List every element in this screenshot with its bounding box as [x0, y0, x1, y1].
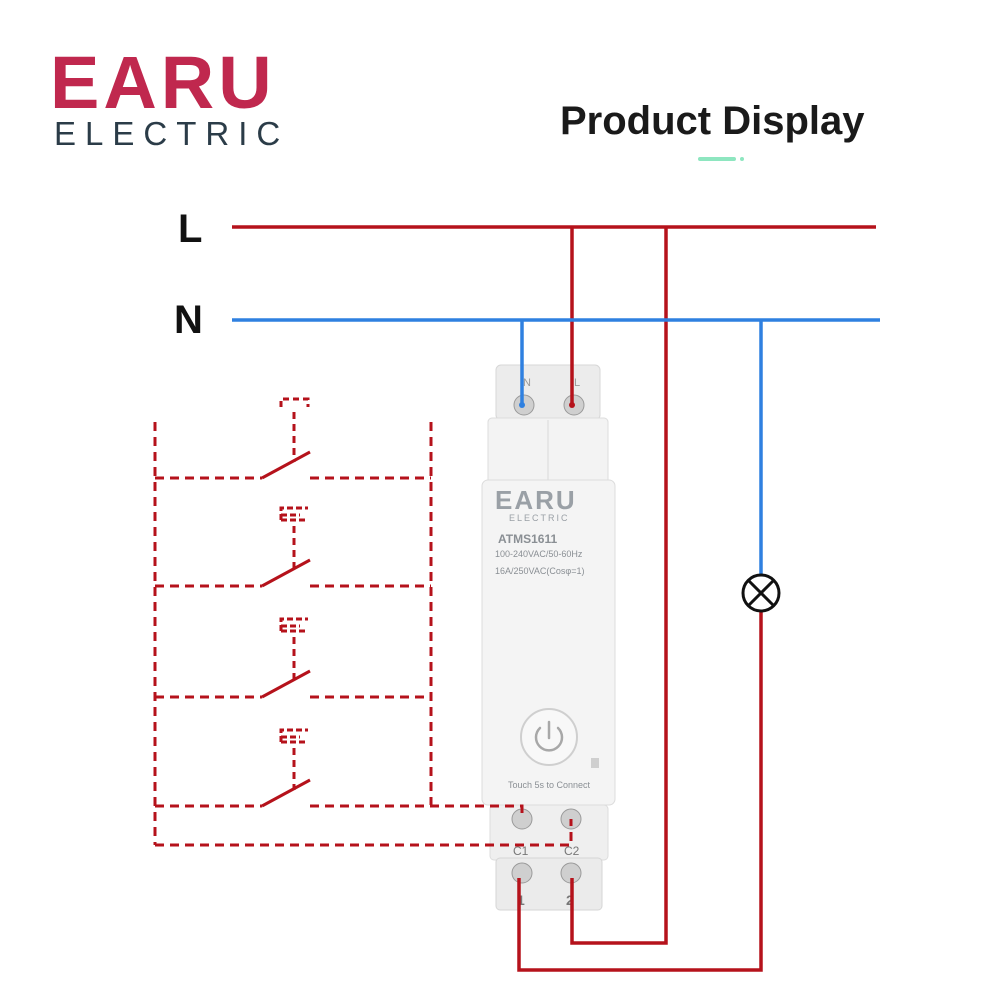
- brand-subtitle: ELECTRIC: [54, 115, 289, 152]
- external-switches: [153, 422, 573, 847]
- device-current-rating: 16A/250VAC(Cosφ=1): [495, 566, 584, 576]
- switch-1-blade: [261, 450, 311, 480]
- switch-1-actuator-icon: [279, 397, 310, 407]
- switch-to-c1-wire: [310, 804, 524, 819]
- device-brand: EARU: [495, 485, 577, 515]
- switch-2-actuator-icon: [279, 506, 308, 522]
- page-title: Product Display: [560, 99, 865, 143]
- switch-2-blade: [261, 558, 311, 588]
- live-connection-dot: [569, 402, 575, 408]
- device-bottom-cap: [495, 857, 603, 911]
- switch-symbols: [261, 397, 311, 808]
- switch-3-actuator-icon: [279, 617, 308, 633]
- neutral-wiring: [232, 318, 880, 574]
- device-brand-sub: ELECTRIC: [509, 513, 570, 523]
- live-wiring: [232, 225, 876, 972]
- status-led: [591, 758, 599, 768]
- title-underline: [698, 157, 736, 161]
- switch-to-c2-wire: [155, 819, 573, 847]
- lamp-icon: [741, 573, 781, 613]
- switch-3: [261, 617, 311, 699]
- terminal-1-screw: [511, 862, 533, 884]
- terminal-l-label: L: [574, 377, 580, 389]
- neutral-connection-dot: [519, 402, 525, 408]
- device-lower-block: [489, 804, 609, 861]
- smart-switch-device: N L EARU ELECTRIC ATMS1611 100-240VAC/50…: [481, 364, 616, 911]
- neutral-label: N: [174, 298, 203, 342]
- brand-name: EARU: [50, 41, 276, 124]
- live-label: L: [178, 207, 202, 251]
- touch-hint: Touch 5s to Connect: [508, 780, 591, 790]
- switch-4-actuator-icon: [279, 728, 308, 744]
- title-underline-dot: [740, 157, 744, 161]
- switch-2: [261, 506, 311, 588]
- terminal-2-label: 2: [566, 892, 574, 908]
- device-top-cap: [495, 364, 601, 421]
- brand-logo: EARU ELECTRIC: [50, 41, 289, 152]
- terminal-c2-label: C2: [564, 844, 580, 858]
- terminal-c1-label: C1: [513, 844, 529, 858]
- power-icon: [534, 720, 564, 752]
- terminal-1-to-lamp-wire: [517, 612, 763, 972]
- terminal-n-label: N: [523, 377, 531, 389]
- switch-3-blade: [261, 669, 311, 699]
- device-voltage-rating: 100-240VAC/50-60Hz: [495, 549, 583, 559]
- switch-4-blade: [261, 778, 311, 808]
- switch-4: [261, 728, 311, 808]
- live-to-terminal-2-wire: [570, 227, 668, 945]
- switch-1: [261, 397, 311, 480]
- terminal-1-label: 1: [517, 892, 525, 908]
- device-model: ATMS1611: [498, 532, 557, 546]
